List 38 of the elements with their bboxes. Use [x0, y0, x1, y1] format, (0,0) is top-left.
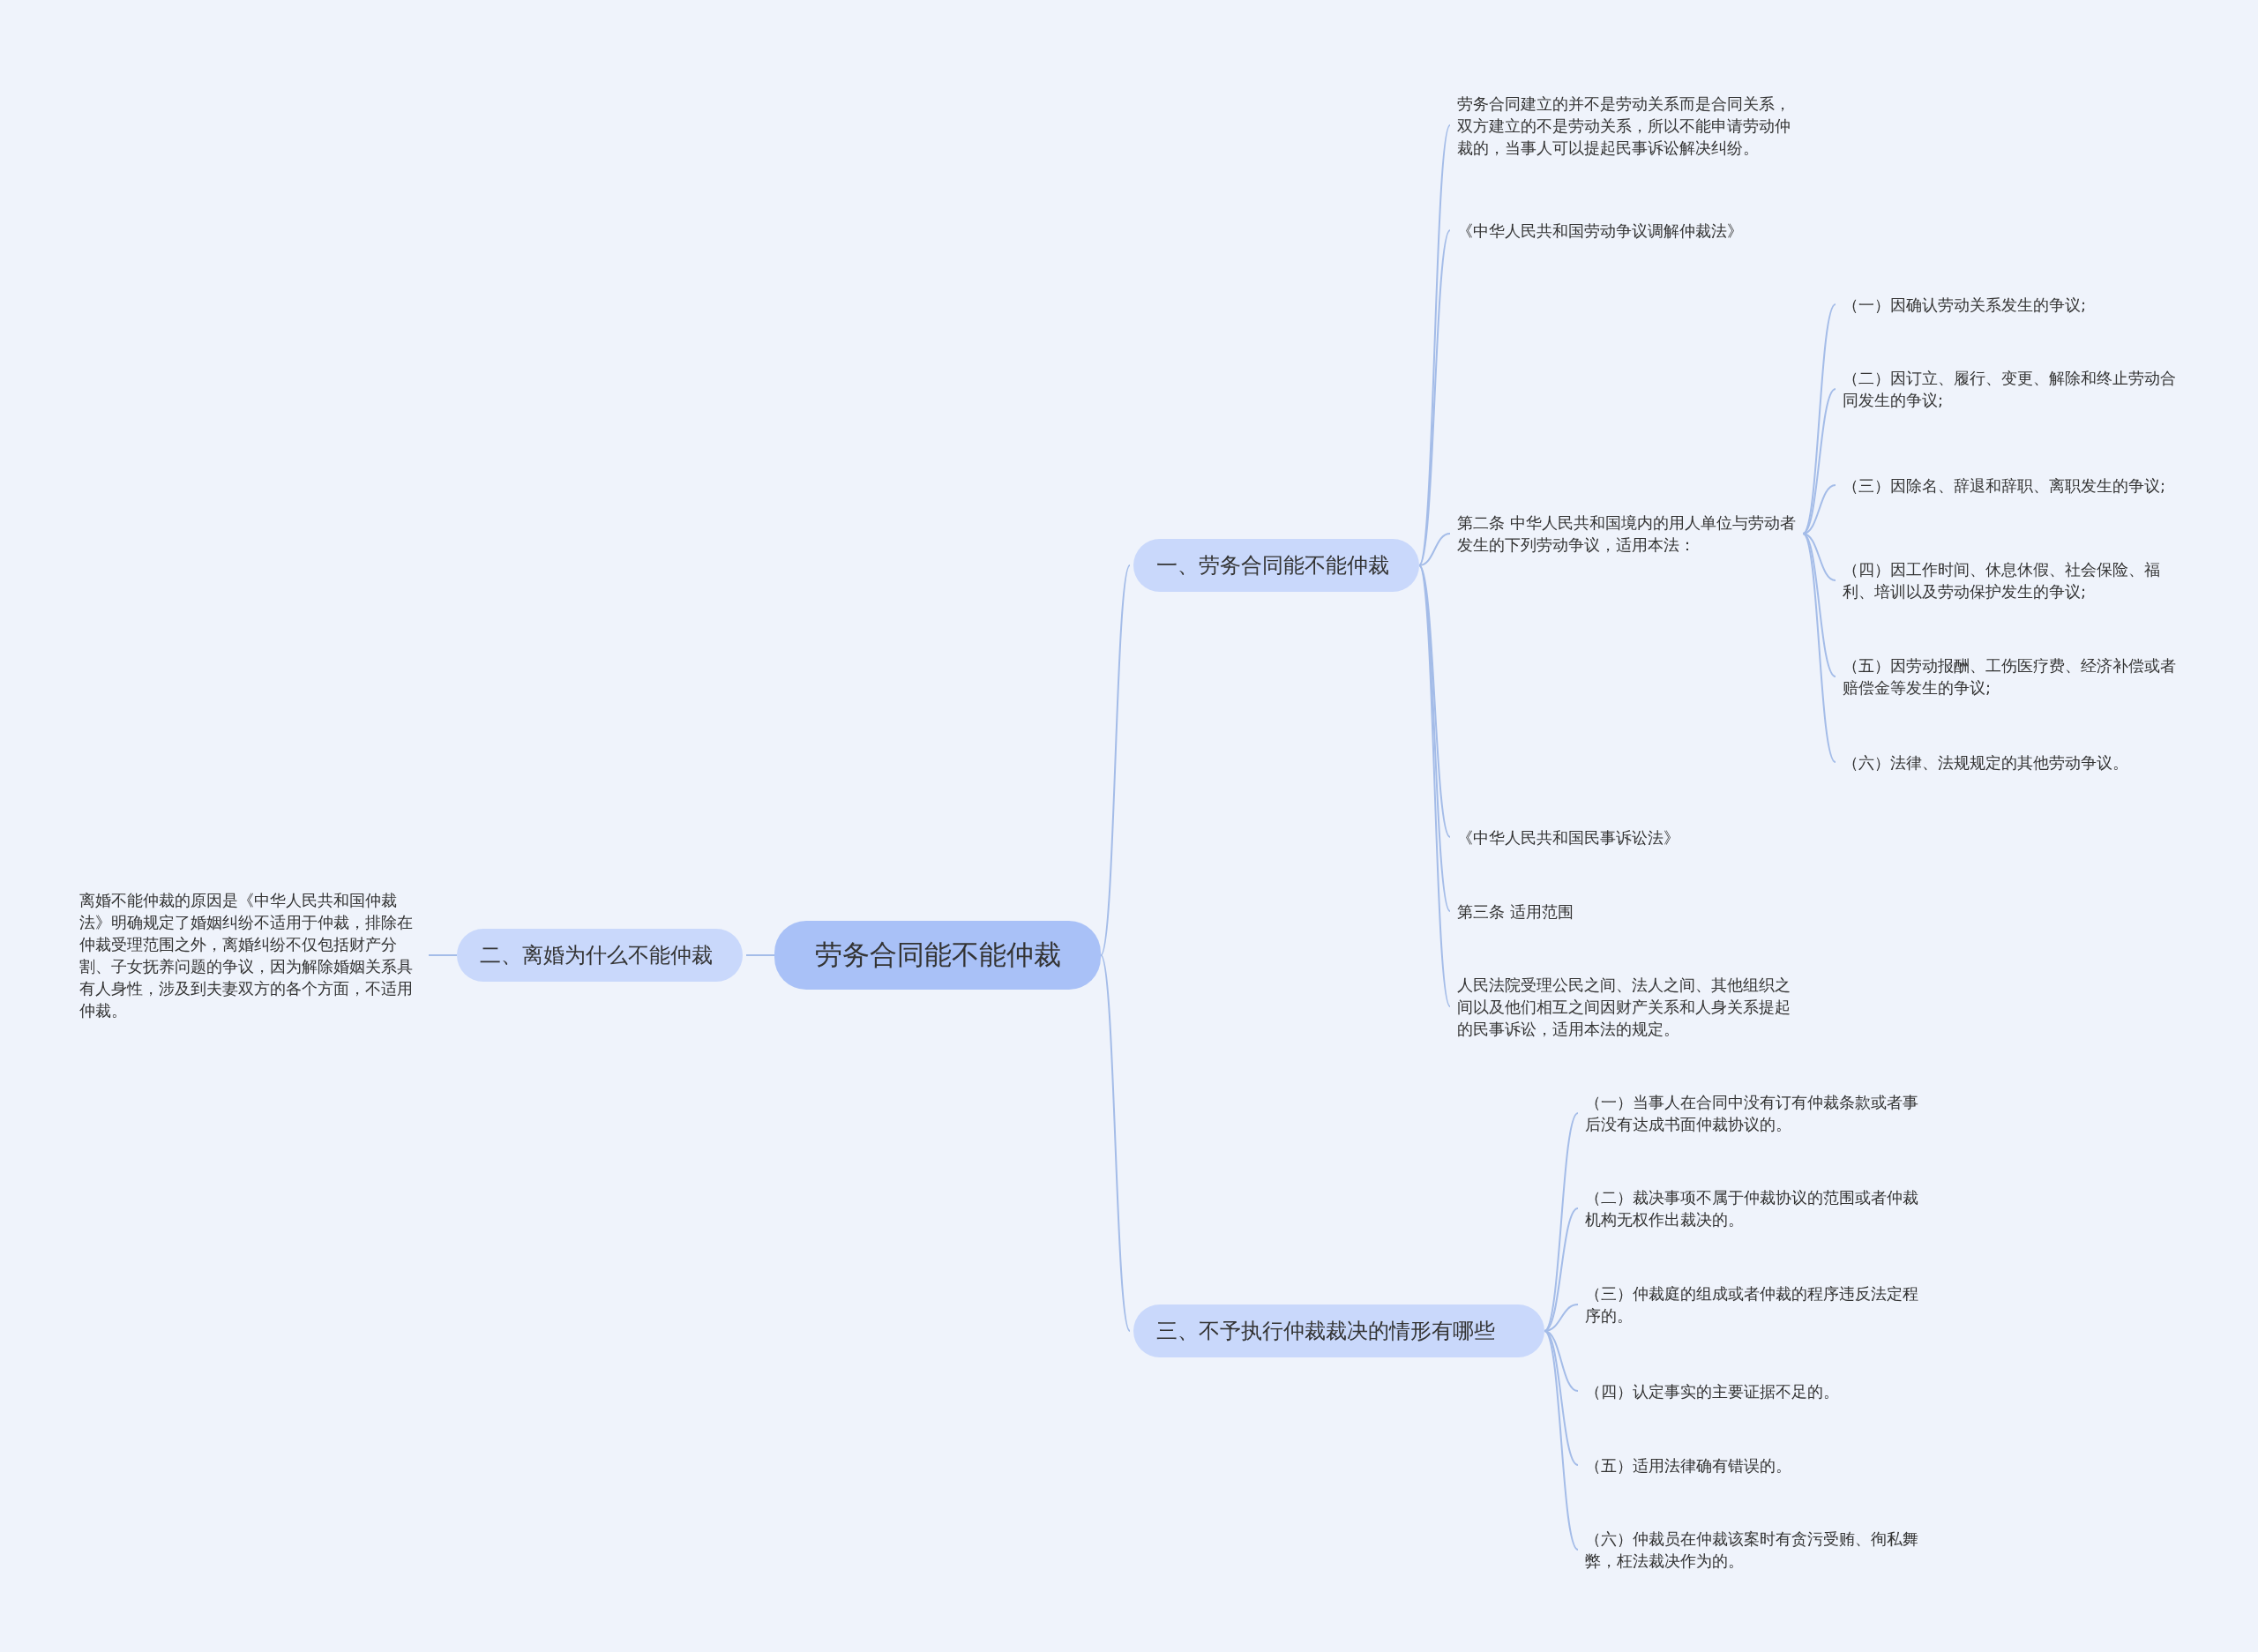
topic-text: 离婚不能仲裁的原因是《中华人民共和国仲裁法》明确规定了婚姻纠纷不适用于仲裁，排除在仲裁受理范围之外，离婚纠纷不仅包括财产分割、子女抚养问题的争议，因为解除婚姻关系具有人身性，涉及到夫妻双方的各个方面，不适用仲裁。: [76, 889, 425, 1021]
topic-text: （六）法律、法规规定的其他劳动争议。: [1839, 751, 2188, 774]
central-topic: 劳务合同能不能仲裁: [774, 921, 1101, 990]
topic-box: 三、不予执行仲裁裁决的情形有哪些: [1133, 1304, 1544, 1357]
connector-line: [1544, 1207, 1579, 1332]
topic-text: （二）裁决事项不属于仲裁协议的范围或者仲裁机构无权作出裁决的。: [1581, 1186, 1931, 1230]
connector-line: [428, 954, 458, 956]
topic-text: （三）因除名、辞退和辞职、离职发生的争议;: [1839, 474, 2188, 497]
topic-text: 《中华人民共和国民事诉讼法》: [1454, 826, 1803, 848]
topic-box: 一、劳务合同能不能仲裁: [1133, 539, 1419, 592]
topic-box: 二、离婚为什么不能仲裁: [457, 929, 743, 982]
topic-text: （四）因工作时间、休息休假、社会保险、福利、培训以及劳动保护发生的争议;: [1839, 558, 2188, 602]
connector-line: [1100, 564, 1131, 956]
topic-text: 人民法院受理公民之间、法人之间、其他组织之间以及他们相互之间因财产关系和人身关系提起的民事诉讼，适用本法的规定。: [1454, 973, 1803, 1040]
topic-text: 第三条 适用范围: [1454, 900, 1803, 923]
connector-line: [1418, 564, 1451, 1007]
topic-text: （五）适用法律确有错误的。: [1581, 1454, 1931, 1476]
topic-text: 劳务合同建立的并不是劳动关系而是合同关系，双方建立的不是劳动关系，所以不能申请劳动仲裁的，当事人可以提起民事诉讼解决纠纷。: [1454, 92, 1803, 159]
connector-line: [745, 954, 775, 956]
topic-text: 《中华人民共和国劳动争议调解仲裁法》: [1454, 219, 1803, 242]
connector-line: [1544, 1112, 1579, 1332]
connector-line: [1100, 954, 1131, 1332]
topic-text: （四）认定事实的主要证据不足的。: [1581, 1379, 1931, 1402]
topic-text: （三）仲裁庭的组成或者仲裁的程序违反法定程序的。: [1581, 1282, 1931, 1327]
topic-text: （一）当事人在合同中没有订有仲裁条款或者事后没有达成书面仲裁协议的。: [1581, 1091, 1931, 1135]
connector-line: [1802, 533, 1836, 763]
connector-line: [1418, 533, 1451, 566]
topic-text: （五）因劳动报酬、工伤医疗费、经济补偿或者赔偿金等发生的争议;: [1839, 654, 2188, 699]
connector-line: [1418, 564, 1451, 838]
connector-line: [1544, 1330, 1579, 1551]
connector-line: [1802, 388, 1836, 534]
topic-text: （一）因确认劳动关系发生的争议;: [1839, 293, 2188, 316]
connector-line: [1802, 303, 1836, 534]
topic-text: 第二条 中华人民共和国境内的用人单位与劳动者发生的下列劳动争议，适用本法：: [1454, 512, 1803, 556]
connector-line: [1418, 229, 1451, 566]
topic-text: （二）因订立、履行、变更、解除和终止劳动合同发生的争议;: [1839, 367, 2188, 411]
connector-line: [1802, 533, 1836, 677]
topic-text: （六）仲裁员在仲裁该案时有贪污受贿、徇私舞弊，枉法裁决作为的。: [1581, 1528, 1931, 1572]
